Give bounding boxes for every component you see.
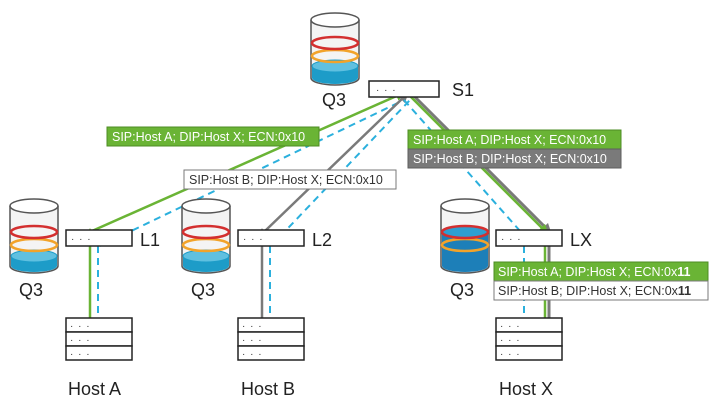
packet-text: SIP:Host A; DIP:Host X; ECN:0x11 [498, 265, 690, 279]
server-dots: · · · [70, 349, 91, 360]
switch-ports: · · · [376, 85, 397, 96]
packet-label-hostb-at-lx: SIP:Host B; DIP:Host X; ECN:0x11 [493, 280, 709, 301]
packet-text: SIP:Host B; DIP:Host X; ECN:0x10 [189, 173, 383, 187]
packet-text: SIP:Host A; DIP:Host X; ECN:0x10 [112, 130, 305, 144]
packet-ecn-marked: 11 [677, 265, 690, 279]
server-dots: · · · [500, 349, 521, 360]
leafx-queue-label: Q3 [450, 280, 474, 300]
queue-cylinder-leafx [440, 198, 490, 274]
server-host-b: · · · · · · · · · [237, 317, 305, 361]
server-dots: · · · [242, 335, 263, 346]
switch-ports: · · · [243, 234, 264, 245]
spine-label: S1 [452, 80, 474, 100]
packet-label-hosta-to-s1: SIP:Host A; DIP:Host X; ECN:0x10 [106, 126, 320, 147]
switch-spine-s1: · · · [368, 80, 440, 98]
host-x-label: Host X [499, 379, 553, 399]
switch-ports: · · · [501, 234, 522, 245]
packet-text-main: SIP:Host B; DIP:Host X; ECN:0x [498, 284, 679, 298]
packet-text-main: SIP:Host A; DIP:Host X; ECN:0x [498, 265, 678, 279]
queue-cylinder-leaf1 [9, 198, 59, 274]
packet-text: SIP:Host B; DIP:Host X; ECN:0x10 [413, 152, 607, 166]
packet-label-hostb-to-s1: SIP:Host B; DIP:Host X; ECN:0x10 [183, 169, 397, 190]
server-dots: · · · [500, 321, 521, 332]
host-b-label: Host B [241, 379, 295, 399]
server-dots: · · · [242, 349, 263, 360]
path-l1-s1-green [91, 91, 406, 233]
queue-cylinder-spine [310, 12, 360, 86]
switch-leaf-lx: · · · [495, 229, 563, 247]
leaf2-label: L2 [312, 230, 332, 250]
leaf1-queue-label: Q3 [19, 280, 43, 300]
leaf1-label: L1 [140, 230, 160, 250]
leaf2-queue-label: Q3 [191, 280, 215, 300]
packet-text: SIP:Host A; DIP:Host X; ECN:0x10 [413, 133, 606, 147]
queue-cylinder-leaf2 [181, 198, 231, 274]
packet-label-hostb-from-s1: SIP:Host B; DIP:Host X; ECN:0x10 [407, 148, 622, 169]
server-host-a: · · · · · · · · · [65, 317, 133, 361]
server-host-x: · · · · · · · · · [495, 317, 563, 361]
switch-leaf-l2: · · · [237, 229, 305, 247]
packet-label-hosta-at-lx: SIP:Host A; DIP:Host X; ECN:0x11 [493, 261, 709, 282]
packet-label-hosta-from-s1: SIP:Host A; DIP:Host X; ECN:0x10 [407, 129, 622, 150]
switch-ports: · · · [71, 234, 92, 245]
packet-text: SIP:Host B; DIP:Host X; ECN:0x11 [498, 284, 691, 298]
spine-queue-label: Q3 [322, 90, 346, 110]
server-dots: · · · [70, 335, 91, 346]
server-dots: · · · [500, 335, 521, 346]
leafx-label: LX [570, 230, 592, 250]
packet-ecn-marked: 11 [678, 284, 691, 298]
server-dots: · · · [70, 321, 91, 332]
switch-leaf-l1: · · · [65, 229, 133, 247]
server-dots: · · · [242, 321, 263, 332]
host-a-label: Host A [68, 379, 121, 399]
path-l2-s1-gray [264, 92, 409, 232]
